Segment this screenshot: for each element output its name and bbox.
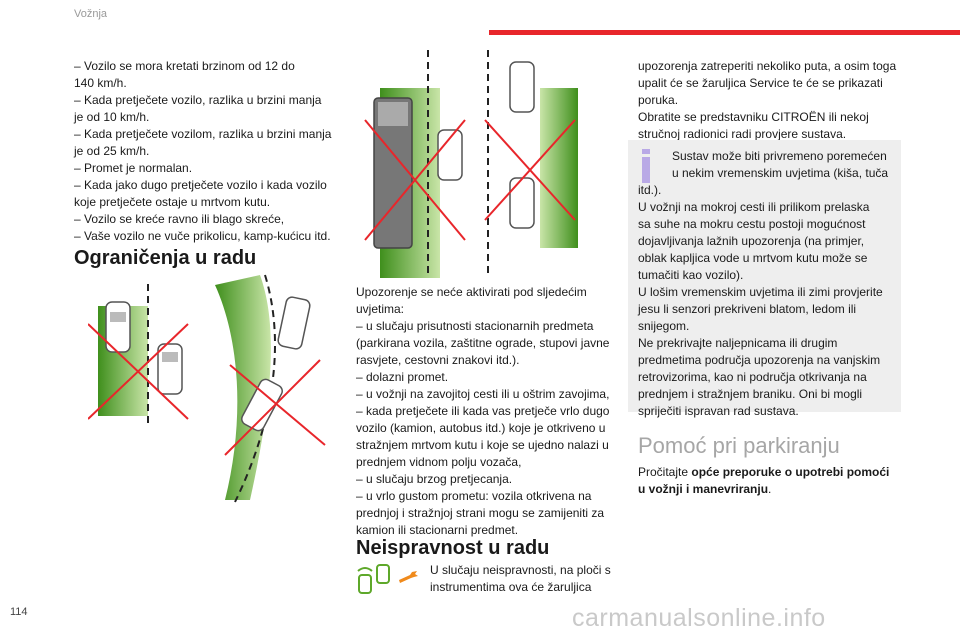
text-line: – u slučaju prisutnosti stacionarnih pre… (356, 319, 594, 333)
text-line: poruka. (638, 93, 679, 107)
text-line: – Kada jako dugo pretječete vozilo i kad… (74, 178, 327, 192)
text-line: upozorenja zatreperiti nekoliko puta, a … (638, 59, 897, 73)
text-line: retrovizorima, kao ni područja otkrivanj… (638, 370, 867, 384)
text-line: stručnoj radionici radi provjere sustava… (638, 127, 847, 141)
info-box-text: Sustav može biti privremeno poremećen u n… (638, 148, 896, 420)
text-line: Obratite se predstavniku CITROËN ili nek… (638, 110, 869, 124)
car-icon (437, 129, 463, 181)
text-line: – Kada pretječete vozilo, razlika u brzi… (74, 93, 322, 107)
parking-link-part2[interactable]: u vožnji i manevriranju (638, 482, 769, 496)
malfunction-text: U slučaju neispravnosti, na ploči s instr… (430, 562, 630, 596)
text-line: – u vožnji na zavojitoj cesti ili u oštr… (356, 387, 610, 401)
text-line: itd.). (638, 183, 662, 197)
text-line: predmetima područja upozorenja na vanjsk… (638, 353, 881, 367)
text-line: jesu li senzori prekriveni blatom, ledom… (638, 302, 857, 316)
illustration-straight-road-no-warning (88, 284, 189, 424)
limits-heading: Ograničenja u radu (74, 247, 257, 269)
text-line: – Vozilo se kreće ravno ili blago skreće… (74, 212, 285, 226)
text-line: rasvjete, cestovni znakovi itd.). (356, 353, 520, 367)
parking-heading: Pomoć pri parkiranju (638, 433, 840, 458)
text-line: stražnjem mrtvom kutu i koje se ujedno n… (356, 438, 609, 452)
parking-intro-text: Pročitajte (638, 465, 689, 479)
blind-spot-warning-lamp-icon (357, 564, 390, 594)
illustration-long-vehicle-no-warning (364, 50, 578, 278)
car-icon (157, 343, 183, 395)
header-accent-bar (489, 30, 960, 35)
parking-link-part1[interactable]: opće preporuke o upotrebi pomoći (691, 465, 890, 479)
text-line: – Vaše vozilo ne vuče prikolicu, kamp-ku… (74, 229, 331, 243)
text-line: 140 km/h. (74, 76, 127, 90)
text-line: upalit će se žaruljica Service te će se … (638, 76, 883, 90)
text-line: Ne prekrivajte naljepnicama ili drugim (638, 336, 838, 350)
text-line: u nekim vremenskim uvjetima (kiša, tuča (672, 166, 889, 180)
text-line: – Promet je normalan. (74, 161, 193, 175)
text-line: – dolazni promet. (356, 370, 449, 384)
text-line: je od 25 km/h. (74, 144, 150, 158)
info-icon (642, 149, 650, 183)
car-icon (277, 296, 311, 350)
text-line: snijegom. (638, 319, 690, 333)
info-box (628, 140, 901, 412)
text-line: prednjoj i stražnjoj strani mogu se zami… (356, 506, 605, 520)
text-line: prednjem i stražnjem braniku. Oni bi mog… (638, 387, 863, 401)
car-icon (241, 378, 283, 432)
text-line: Sustav može biti privremeno poremećen (672, 149, 887, 163)
text-line: instrumentima ova će žaruljica (430, 580, 592, 594)
page-number: 114 (10, 606, 28, 618)
car-icon (509, 61, 535, 113)
text-line: – Vozilo se mora kretati brzinom od 12 d… (74, 59, 295, 73)
service-wrench-icon (399, 571, 418, 583)
limits-text: Upozorenje se neće aktivirati pod sljede… (356, 284, 618, 539)
text-line: dojavljivanja lažnih upozorenja (na prim… (638, 234, 865, 248)
text-line: U lošim vremenskim uvjetima ili zimi pro… (638, 285, 883, 299)
text-line: oblak kapljica vode u mrtvom kutu može s… (638, 251, 868, 265)
text-line: – u slučaju brzog pretjecanja. (356, 472, 513, 486)
text-line: – Kada pretječete vozilom, razlika u brz… (74, 127, 332, 141)
continued-text: upozorenja zatreperiti nekoliko puta, a … (638, 58, 908, 143)
text-line: je od 10 km/h. (74, 110, 150, 124)
text-line: Upozorenje se neće aktivirati pod sljede… (356, 285, 587, 299)
section-header: Vožnja (74, 8, 108, 20)
text-line: – kada pretječete ili kada vas pretječe … (356, 404, 610, 418)
text-line: spriječiti ispravan rad sustava. (638, 404, 799, 418)
car-icon (509, 177, 535, 229)
illustration-curved-road-no-warning (215, 274, 326, 503)
text-line: U vožnji na mokroj cesti ili prilikom pr… (638, 200, 870, 214)
text-line: U slučaju neispravnosti, na ploči s (430, 563, 611, 577)
watermark: carmanualsonline.info (572, 604, 826, 632)
conditions-list: – Vozilo se mora kretati brzinom od 12 d… (74, 58, 354, 245)
parking-intro: Pročitajte opće preporuke o upotrebi pom… (638, 464, 908, 498)
truck-icon (373, 97, 413, 249)
text-line: tumačiti kao vozilo). (638, 268, 744, 282)
text-line: koje pretječete ostaje u mrtvom kutu. (74, 195, 271, 209)
text-line: uvjetima: (356, 302, 405, 316)
text-line: sa suhe na mokru cestu postoji mogućnost (638, 217, 866, 231)
parking-end: . (768, 482, 772, 496)
text-line: vozilo (kamion, autobus itd.) koje je ot… (356, 421, 606, 435)
text-line: (parkirana vozila, zaštitne ograde, stup… (356, 336, 610, 350)
malfunction-heading: Neispravnost u radu (356, 537, 550, 559)
text-line: prednjem vidnom polju vozača, (356, 455, 522, 469)
text-line: kamion ili stacionarni predmet. (356, 523, 519, 537)
text-line: – u vrlo gustom prometu: vozila otkriven… (356, 489, 592, 503)
